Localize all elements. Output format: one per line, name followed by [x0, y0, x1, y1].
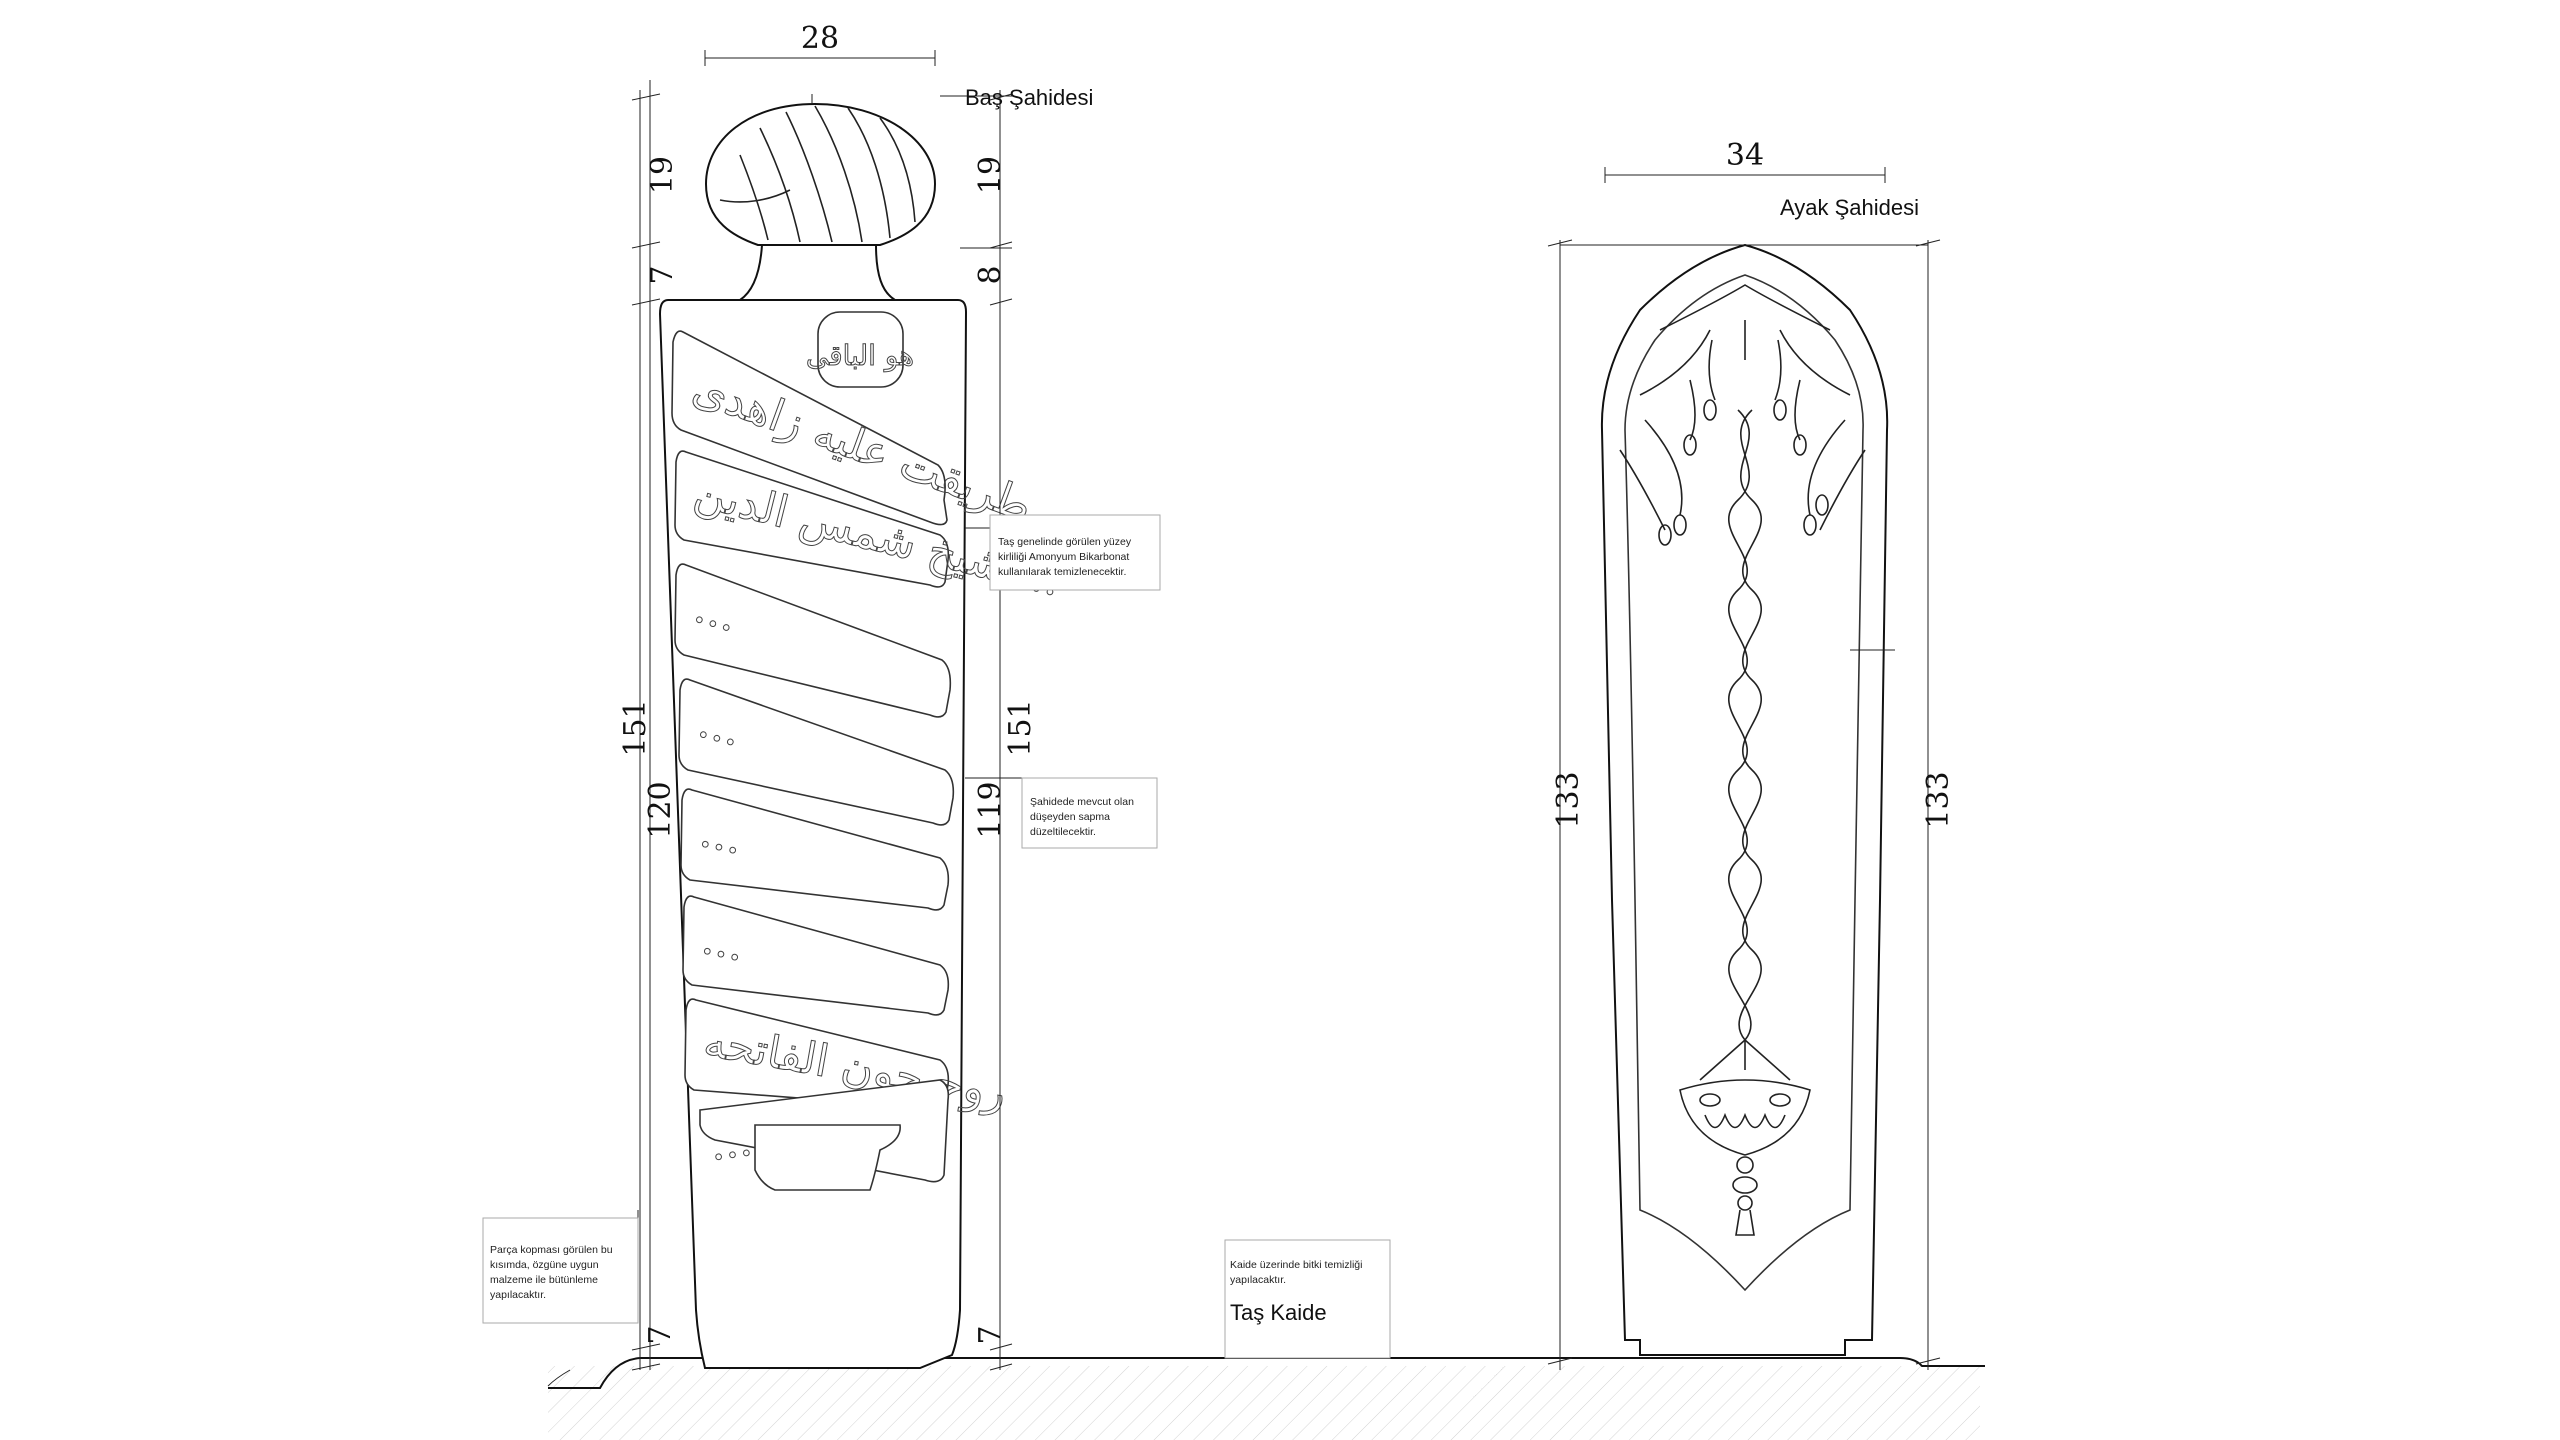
dim-right-cap: 19 — [973, 156, 1008, 194]
stone-neck — [736, 244, 899, 301]
dim-foot-left-height: 133 — [1551, 771, 1586, 828]
head-stone-dimensions: 28 19 19 7 8 151 12 — [618, 21, 1038, 1371]
dim-right-total: 151 — [1003, 699, 1038, 756]
dim-left-total: 151 — [618, 699, 653, 756]
note-fragment-line-1: Parça kopması görülen bu — [490, 1244, 613, 1256]
foot-stone: 34 133 133 Ayak Şahidesi — [1547, 138, 1956, 1370]
inscription-line-1: هو الباقى — [806, 339, 914, 372]
inscription-medallion — [817, 311, 904, 388]
dim-left-cap: 19 — [645, 156, 680, 194]
dim-foot-right-height: 133 — [1921, 771, 1956, 828]
note-base-cleaning: Kaide üzerinde bitki temizliği yapılacak… — [1224, 1239, 1391, 1359]
ground — [547, 1357, 1985, 1440]
note-fragment-line-4: yapılacaktır. — [490, 1289, 546, 1301]
dim-right-base: 7 — [973, 1325, 1008, 1344]
dim-width-top: 28 — [801, 21, 839, 56]
foot-stone-title: Ayak Şahidesi — [1780, 195, 1919, 220]
note-surface-line-3: kullanılarak temizlenecektir. — [998, 566, 1126, 578]
note-plumb-correction: Şahidede mevcut olan düşeyden sapma düze… — [965, 777, 1158, 849]
dim-left-neck: 7 — [645, 265, 680, 284]
hanging-lamp — [1679, 1039, 1811, 1236]
inscription-line-9: ... — [706, 1115, 755, 1171]
head-stone: هو الباقى طریقت علیه زاهدی شیخ شمس الدین… — [618, 21, 1093, 1371]
twisted-chain — [1728, 409, 1762, 1041]
dim-foot-width-top: 34 — [1726, 138, 1764, 173]
note-fragment-line-3: malzeme ile bütünleme — [490, 1274, 598, 1286]
curtain-ornament — [1619, 284, 1866, 546]
note-fragment-line-2: kısımda, özgüne uygun — [490, 1259, 599, 1271]
note-base-line-1: Kaide üzerinde bitki temizliği — [1230, 1259, 1362, 1271]
dim-left-base: 7 — [643, 1325, 678, 1344]
base-label: Taş Kaide — [1230, 1300, 1327, 1325]
note-fragment-repair: Parça kopması görülen bu kısımda, özgüne… — [482, 1210, 639, 1324]
note-plumb-line-3: düzeltilecektir. — [1030, 826, 1096, 838]
dim-right-neck: 8 — [973, 265, 1008, 284]
note-base-line-2: yapılacaktır. — [1230, 1274, 1286, 1286]
dim-right-body: 119 — [973, 781, 1008, 838]
foot-stone-inner-panel — [1624, 274, 1864, 1292]
note-surface-line-2: kirliliği Amonyum Bikarbonat — [998, 551, 1129, 563]
dim-left-body: 120 — [643, 781, 678, 838]
note-surface-line-1: Taş genelinde görülen yüzey — [998, 536, 1132, 548]
note-plumb-line-1: Şahidede mevcut olan — [1030, 796, 1134, 808]
note-surface-cleaning: Taş genelinde görülen yüzey kirliliği Am… — [965, 514, 1161, 591]
head-stone-title: Baş Şahidesi — [965, 85, 1093, 110]
turban-cap — [704, 94, 937, 246]
foot-stone-dimensions: 34 133 133 — [1547, 138, 1956, 1370]
note-plumb-line-2: düşeyden sapma — [1030, 811, 1110, 823]
